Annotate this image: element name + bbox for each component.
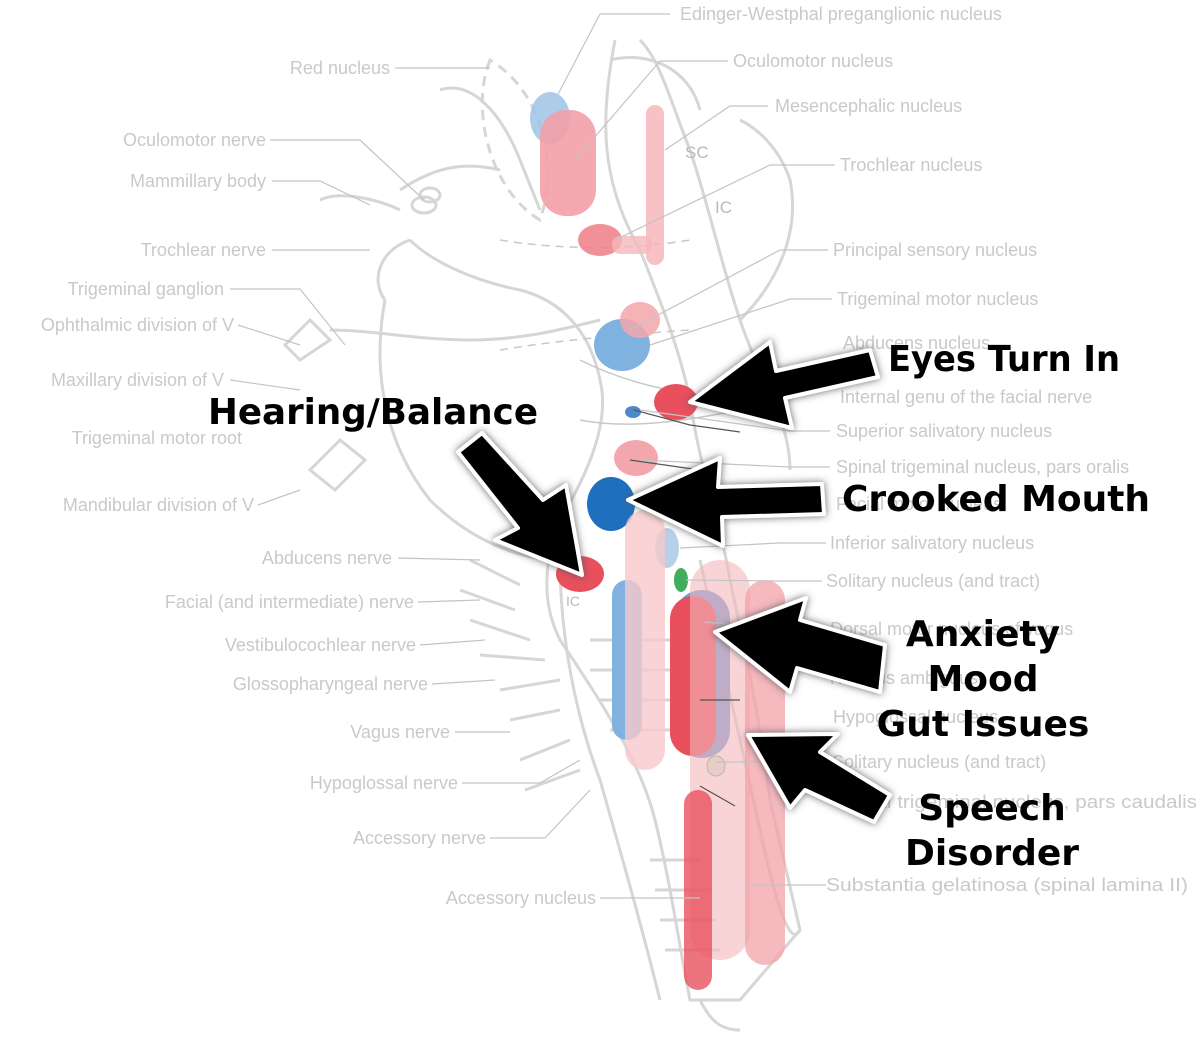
label-solitary-nucleus-lower: Solitary nucleus (and tract)	[832, 752, 1046, 772]
label-hypoglossal-nucleus: Hypoglossal nucleus	[833, 707, 998, 727]
callout-anxiety: Anxiety	[906, 614, 1060, 655]
label-mesencephalic-nucleus: Mesencephalic nucleus	[775, 96, 962, 116]
label-spinal-trigeminal-caudalis: Spinal trigeminal nucleus, pars caudalis	[834, 792, 1197, 812]
arrow-crooked-mouth	[626, 456, 826, 548]
callout-disorder: Disorder	[905, 833, 1079, 874]
arrow-hearing-balance	[456, 431, 584, 577]
callout-crooked-mouth: Crooked Mouth	[842, 479, 1150, 520]
pointer-lines	[629, 409, 741, 807]
facial-motor-nucleus	[587, 477, 635, 531]
label-trigeminal-motor-root: Trigeminal motor root	[72, 428, 242, 448]
callout-eyes-turn-in: Eyes Turn In	[888, 339, 1120, 380]
faint-labels-left: Red nucleus Oculomotor nerve Mammillary …	[41, 58, 596, 908]
label-oculomotor-nucleus: Oculomotor nucleus	[733, 51, 893, 71]
callout-labels: Eyes Turn In Hearing/Balance Crooked Mou…	[208, 339, 1150, 874]
label-substantia-gelatinosa: Substantia gelatinosa (spinal lamina II)	[826, 875, 1188, 895]
label-ophthalmic-division: Ophthalmic division of V	[41, 315, 234, 335]
label-abducens-nucleus: Abducens nucleus	[843, 333, 990, 353]
label-mammillary-body: Mammillary body	[130, 171, 266, 191]
trochlear-tract	[612, 236, 652, 254]
arrow-speech-disorder	[746, 732, 892, 824]
spinal-trigeminal-oralis	[614, 440, 658, 476]
label-accessory-nucleus: Accessory nucleus	[446, 888, 596, 908]
label-superior-colliculus: SC	[685, 143, 709, 162]
label-trochlear-nucleus: Trochlear nucleus	[840, 155, 982, 175]
abducens-nucleus	[654, 384, 698, 420]
label-inferior-colliculus: IC	[715, 198, 732, 217]
trochlear-nucleus	[578, 224, 622, 256]
label-glossopharyngeal-nerve: Glossopharyngeal nerve	[233, 674, 428, 694]
label-superior-salivatory: Superior salivatory nucleus	[836, 421, 1052, 441]
label-vestibulocochlear-nerve: Vestibulocochlear nerve	[225, 635, 416, 655]
solitary-nucleus-upper	[674, 568, 688, 592]
label-facial-nerve: Facial (and intermediate) nerve	[165, 592, 414, 612]
mesencephalic-nucleus	[646, 105, 664, 265]
label-solitary-nucleus-upper: Solitary nucleus (and tract)	[826, 571, 1040, 591]
label-maxillary-division: Maxillary division of V	[51, 370, 224, 390]
arrow-eyes-turn-in	[688, 340, 880, 430]
trigeminal-motor-nucleus	[620, 302, 660, 338]
callout-hearing-balance: Hearing/Balance	[208, 392, 538, 433]
inner-labels: SC IC IC	[566, 143, 732, 609]
oculomotor-nucleus	[540, 110, 596, 216]
label-inferior-salivatory: Inferior salivatory nucleus	[830, 533, 1034, 553]
label-trigeminal-ganglion: Trigeminal ganglion	[68, 279, 224, 299]
callout-gut-issues: Gut Issues	[877, 704, 1090, 745]
callout-arrows	[456, 340, 892, 824]
label-trigeminal-motor-nucleus: Trigeminal motor nucleus	[837, 289, 1038, 309]
label-hypoglossal-nerve: Hypoglossal nerve	[310, 773, 458, 793]
label-spinal-trigeminal-oralis: Spinal trigeminal nucleus, pars oralis	[836, 457, 1129, 477]
spinal-trigeminal-column	[625, 510, 665, 770]
label-inferior-cerebellar: IC	[566, 593, 580, 609]
arrow-anxiety-mood-gut	[713, 596, 887, 694]
label-vagus-nerve: Vagus nerve	[350, 722, 450, 742]
label-internal-genu: Internal genu of the facial nerve	[840, 387, 1092, 407]
label-trochlear-nerve: Trochlear nerve	[141, 240, 266, 260]
label-dorsal-motor-vagus: Dorsal motor nucleus of vagus	[830, 619, 1073, 639]
label-abducens-nerve: Abducens nerve	[262, 548, 392, 568]
label-principal-sensory-nucleus: Principal sensory nucleus	[833, 240, 1037, 260]
label-oculomotor-nerve: Oculomotor nerve	[123, 130, 266, 150]
superior-salivatory-nucleus	[625, 406, 641, 418]
label-mandibular-division: Mandibular division of V	[63, 495, 254, 515]
callout-speech: Speech	[918, 788, 1066, 829]
label-accessory-nerve: Accessory nerve	[353, 828, 486, 848]
accessory-nucleus	[684, 790, 712, 990]
label-edinger-westphal: Edinger-Westphal preganglionic nucleus	[680, 4, 1002, 24]
label-red-nucleus: Red nucleus	[290, 58, 390, 78]
callout-mood: Mood	[927, 659, 1038, 700]
label-facial-motor-nucleus: Facial motor nucleus	[836, 494, 1002, 514]
